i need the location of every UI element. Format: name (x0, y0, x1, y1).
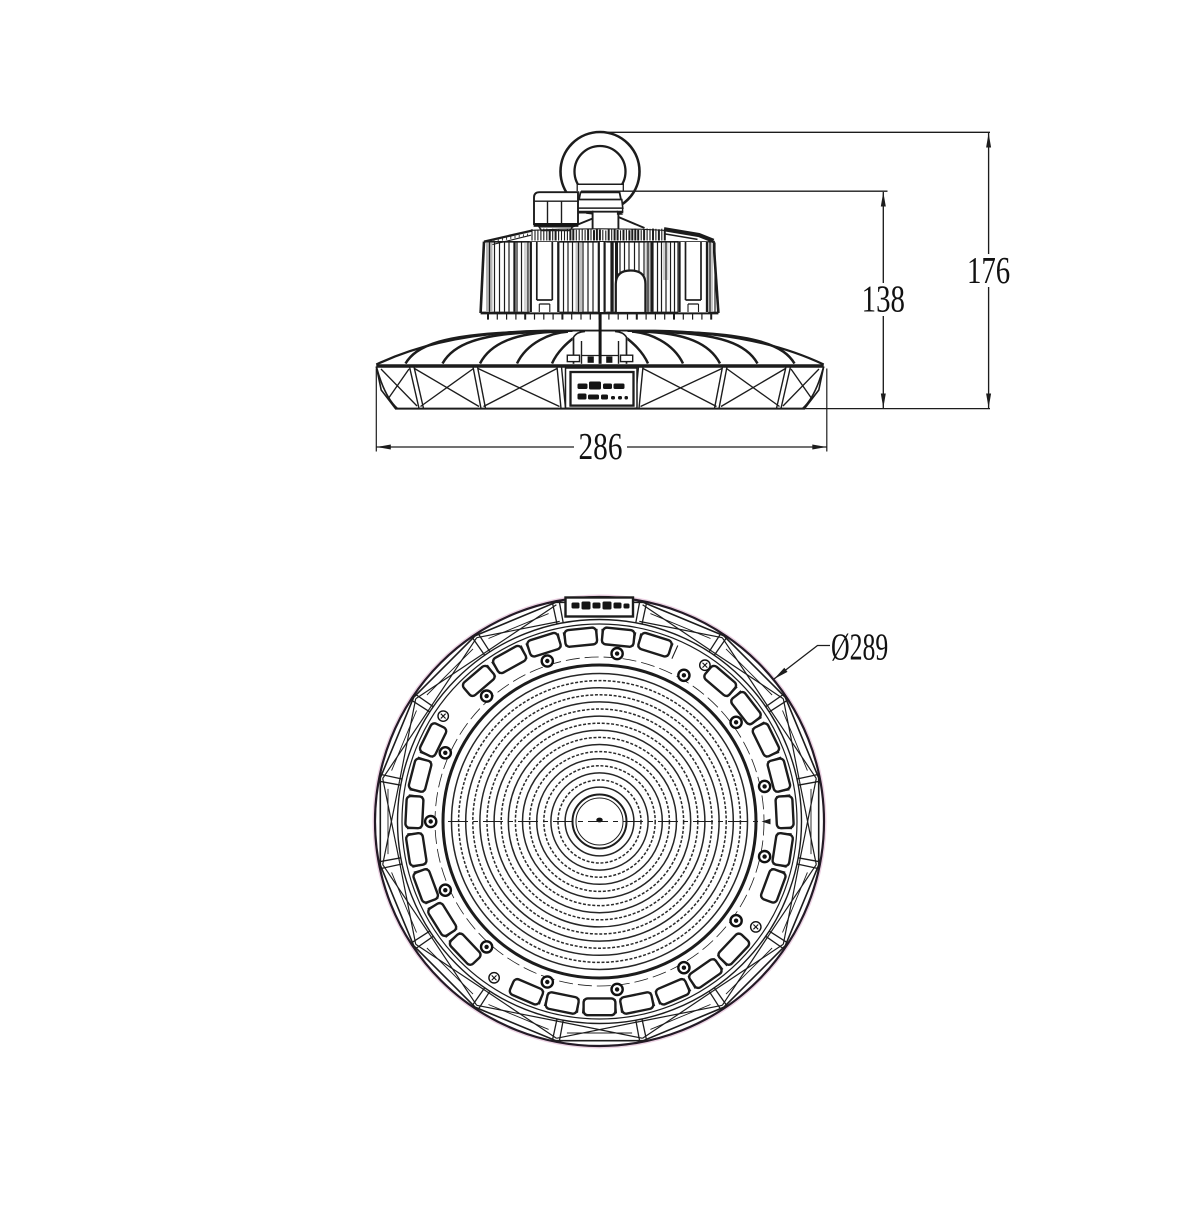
svg-text:138: 138 (862, 279, 905, 321)
svg-text:Ø289: Ø289 (831, 627, 888, 669)
svg-text:176: 176 (967, 250, 1010, 292)
svg-text:286: 286 (579, 426, 623, 468)
